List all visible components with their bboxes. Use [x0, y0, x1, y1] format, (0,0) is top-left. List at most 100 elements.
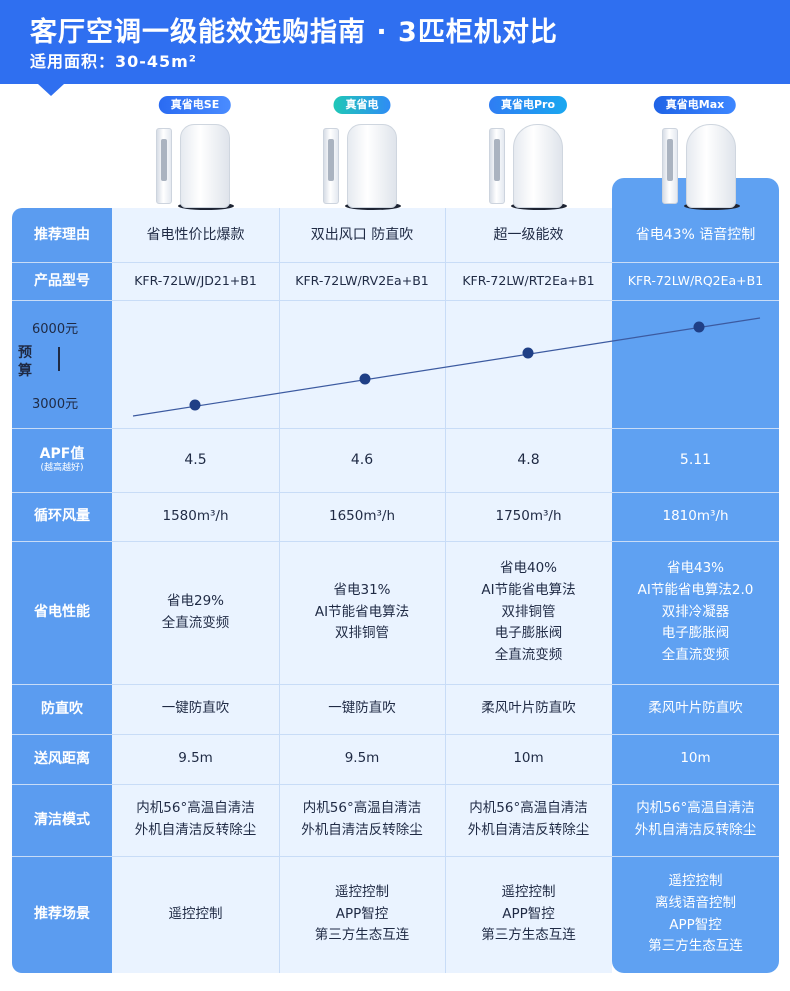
saving-line: 电子膨胀阀	[661, 625, 730, 642]
row-label-apf: APF值 (越高越好)	[12, 428, 112, 492]
budget-point-pro	[522, 347, 534, 359]
air-conditioner-image	[279, 124, 445, 210]
cell-airflow: 1810m³/h	[662, 507, 729, 524]
clean-line: 外机自清洁反转除尘	[467, 822, 590, 838]
cell-reason: 双出风口 防直吹	[310, 226, 414, 243]
row-header-column	[12, 208, 112, 973]
budget-trend-line	[132, 317, 761, 417]
cell-saving: 省电31% AI节能省电算法 双排铜管	[279, 541, 445, 684]
row-label-reason: 推荐理由	[34, 226, 90, 243]
cell-apf: 4.5	[184, 451, 207, 468]
budget-axis-bar	[58, 347, 60, 371]
cell-airflow: 1650m³/h	[328, 507, 396, 524]
saving-line: 全直流变频	[661, 647, 730, 664]
clean-line: 外机自清洁反转除尘	[301, 822, 423, 838]
cell-distance: 9.5m	[178, 750, 213, 767]
budget-label-bottom: 算	[18, 363, 32, 380]
cell-clean: 内机56°高温自清洁 外机自清洁反转除尘	[612, 784, 779, 856]
saving-line: 双排铜管	[501, 603, 556, 620]
scene-line: 遥控控制	[668, 872, 723, 889]
cell-distance: 10m	[513, 750, 544, 767]
air-conditioner-image	[612, 124, 778, 210]
saving-line: 双排铜管	[335, 625, 389, 642]
row-divider	[12, 734, 779, 735]
product-max[interactable]: 真省电Max	[612, 96, 778, 210]
cell-apf: 4.8	[517, 451, 540, 468]
banner-pointer	[38, 84, 64, 96]
cell-antiblow: 柔风叶片防直吹	[481, 700, 576, 717]
budget-point-se	[189, 399, 201, 411]
air-conditioner-image	[112, 124, 278, 210]
cell-saving: 省电43% AI节能省电算法2.0 双排冷凝器 电子膨胀阀 全直流变频	[612, 541, 779, 684]
cell-saving: 省电29% 全直流变频	[112, 541, 279, 684]
saving-line: 全直流变频	[494, 647, 563, 664]
cell-reason: 省电性价比爆款	[146, 226, 245, 243]
cell-clean: 内机56°高温自清洁 外机自清洁反转除尘	[279, 784, 445, 856]
product-standard[interactable]: 真省电	[279, 96, 445, 210]
scene-line: APP智控	[335, 905, 389, 922]
saving-line: AI节能省电算法	[314, 603, 410, 620]
row-divider	[12, 492, 779, 493]
product-pro[interactable]: 真省电Pro	[445, 96, 611, 210]
cell-clean: 内机56°高温自清洁 外机自清洁反转除尘	[112, 784, 279, 856]
scene-line: APP智控	[502, 905, 555, 922]
product-se[interactable]: 真省电SE	[112, 96, 278, 210]
scene-line: 第三方生态互连	[481, 927, 576, 944]
scene-line: 第三方生态互连	[648, 938, 743, 955]
cell-model: KFR-72LW/RQ2Ea+B1	[627, 272, 764, 288]
cell-reason: 省电43% 语音控制	[635, 226, 756, 243]
cell-apf: 5.11	[679, 451, 712, 468]
saving-line: 全直流变频	[161, 614, 230, 631]
highlight-column-max	[612, 178, 779, 973]
clean-line: 外机自清洁反转除尘	[634, 822, 757, 838]
budget-axis-label: 预 算	[18, 344, 32, 380]
cell-scene: 遥控控制 离线语音控制 APP智控 第三方生态互连	[612, 856, 779, 973]
scene-line: 遥控控制	[501, 883, 556, 900]
row-divider	[12, 856, 779, 857]
cell-model: KFR-72LW/JD21+B1	[134, 272, 257, 288]
row-divider	[12, 428, 779, 429]
saving-line: 省电43%	[666, 559, 724, 576]
apf-label: APF值	[39, 446, 85, 463]
cell-saving: 省电40% AI节能省电算法 双排铜管 电子膨胀阀 全直流变频	[445, 541, 612, 684]
scene-line: APP智控	[669, 916, 722, 933]
header-banner: 客厅空调一级能效选购指南 · 3匹柜机对比 适用面积：30-45m²	[0, 0, 790, 84]
saving-line: AI节能省电算法2.0	[637, 581, 754, 598]
cell-scene: 遥控控制 APP智控 第三方生态互连	[279, 856, 445, 973]
row-label-clean: 清洁模式	[34, 811, 90, 828]
row-label-saving: 省电性能	[34, 604, 90, 621]
budget-point-max	[693, 321, 705, 333]
budget-label-top: 预	[18, 345, 32, 361]
product-badge: 真省电	[333, 96, 391, 114]
row-label-antiblow: 防直吹	[41, 700, 83, 717]
scene-line: 离线语音控制	[655, 894, 736, 911]
cell-distance: 10m	[680, 750, 711, 767]
air-conditioner-image	[445, 124, 611, 210]
cell-scene: 遥控控制	[112, 856, 279, 973]
row-divider	[12, 300, 779, 301]
clean-line: 外机自清洁反转除尘	[134, 822, 257, 838]
cell-apf: 4.6	[350, 451, 374, 468]
cell-airflow: 1580m³/h	[162, 507, 229, 524]
row-label-airflow: 循环风量	[34, 508, 90, 525]
cell-antiblow: 一键防直吹	[161, 700, 230, 717]
saving-line: AI节能省电算法	[481, 581, 576, 598]
budget-min-label: 3000元	[32, 397, 79, 412]
cell-clean: 内机56°高温自清洁 外机自清洁反转除尘	[445, 784, 612, 856]
product-badge: 真省电Max	[653, 96, 737, 114]
table-body-bg	[112, 208, 612, 973]
budget-point-standard	[359, 373, 371, 385]
apf-note: (越高越好)	[40, 463, 84, 474]
cell-airflow: 1750m³/h	[495, 507, 562, 524]
saving-line: 省电40%	[499, 559, 557, 576]
row-label-distance: 送风距离	[34, 750, 90, 767]
cell-antiblow: 一键防直吹	[328, 700, 396, 717]
scene-line: 第三方生态互连	[314, 927, 410, 944]
scene-line: 遥控控制	[168, 905, 223, 922]
product-badge: 真省电Pro	[488, 96, 568, 114]
saving-line: 电子膨胀阀	[494, 625, 563, 642]
cell-model: KFR-72LW/RV2Ea+B1	[295, 272, 429, 288]
cell-antiblow: 柔风叶片防直吹	[648, 700, 743, 717]
clean-line: 内机56°高温自清洁	[302, 800, 422, 817]
